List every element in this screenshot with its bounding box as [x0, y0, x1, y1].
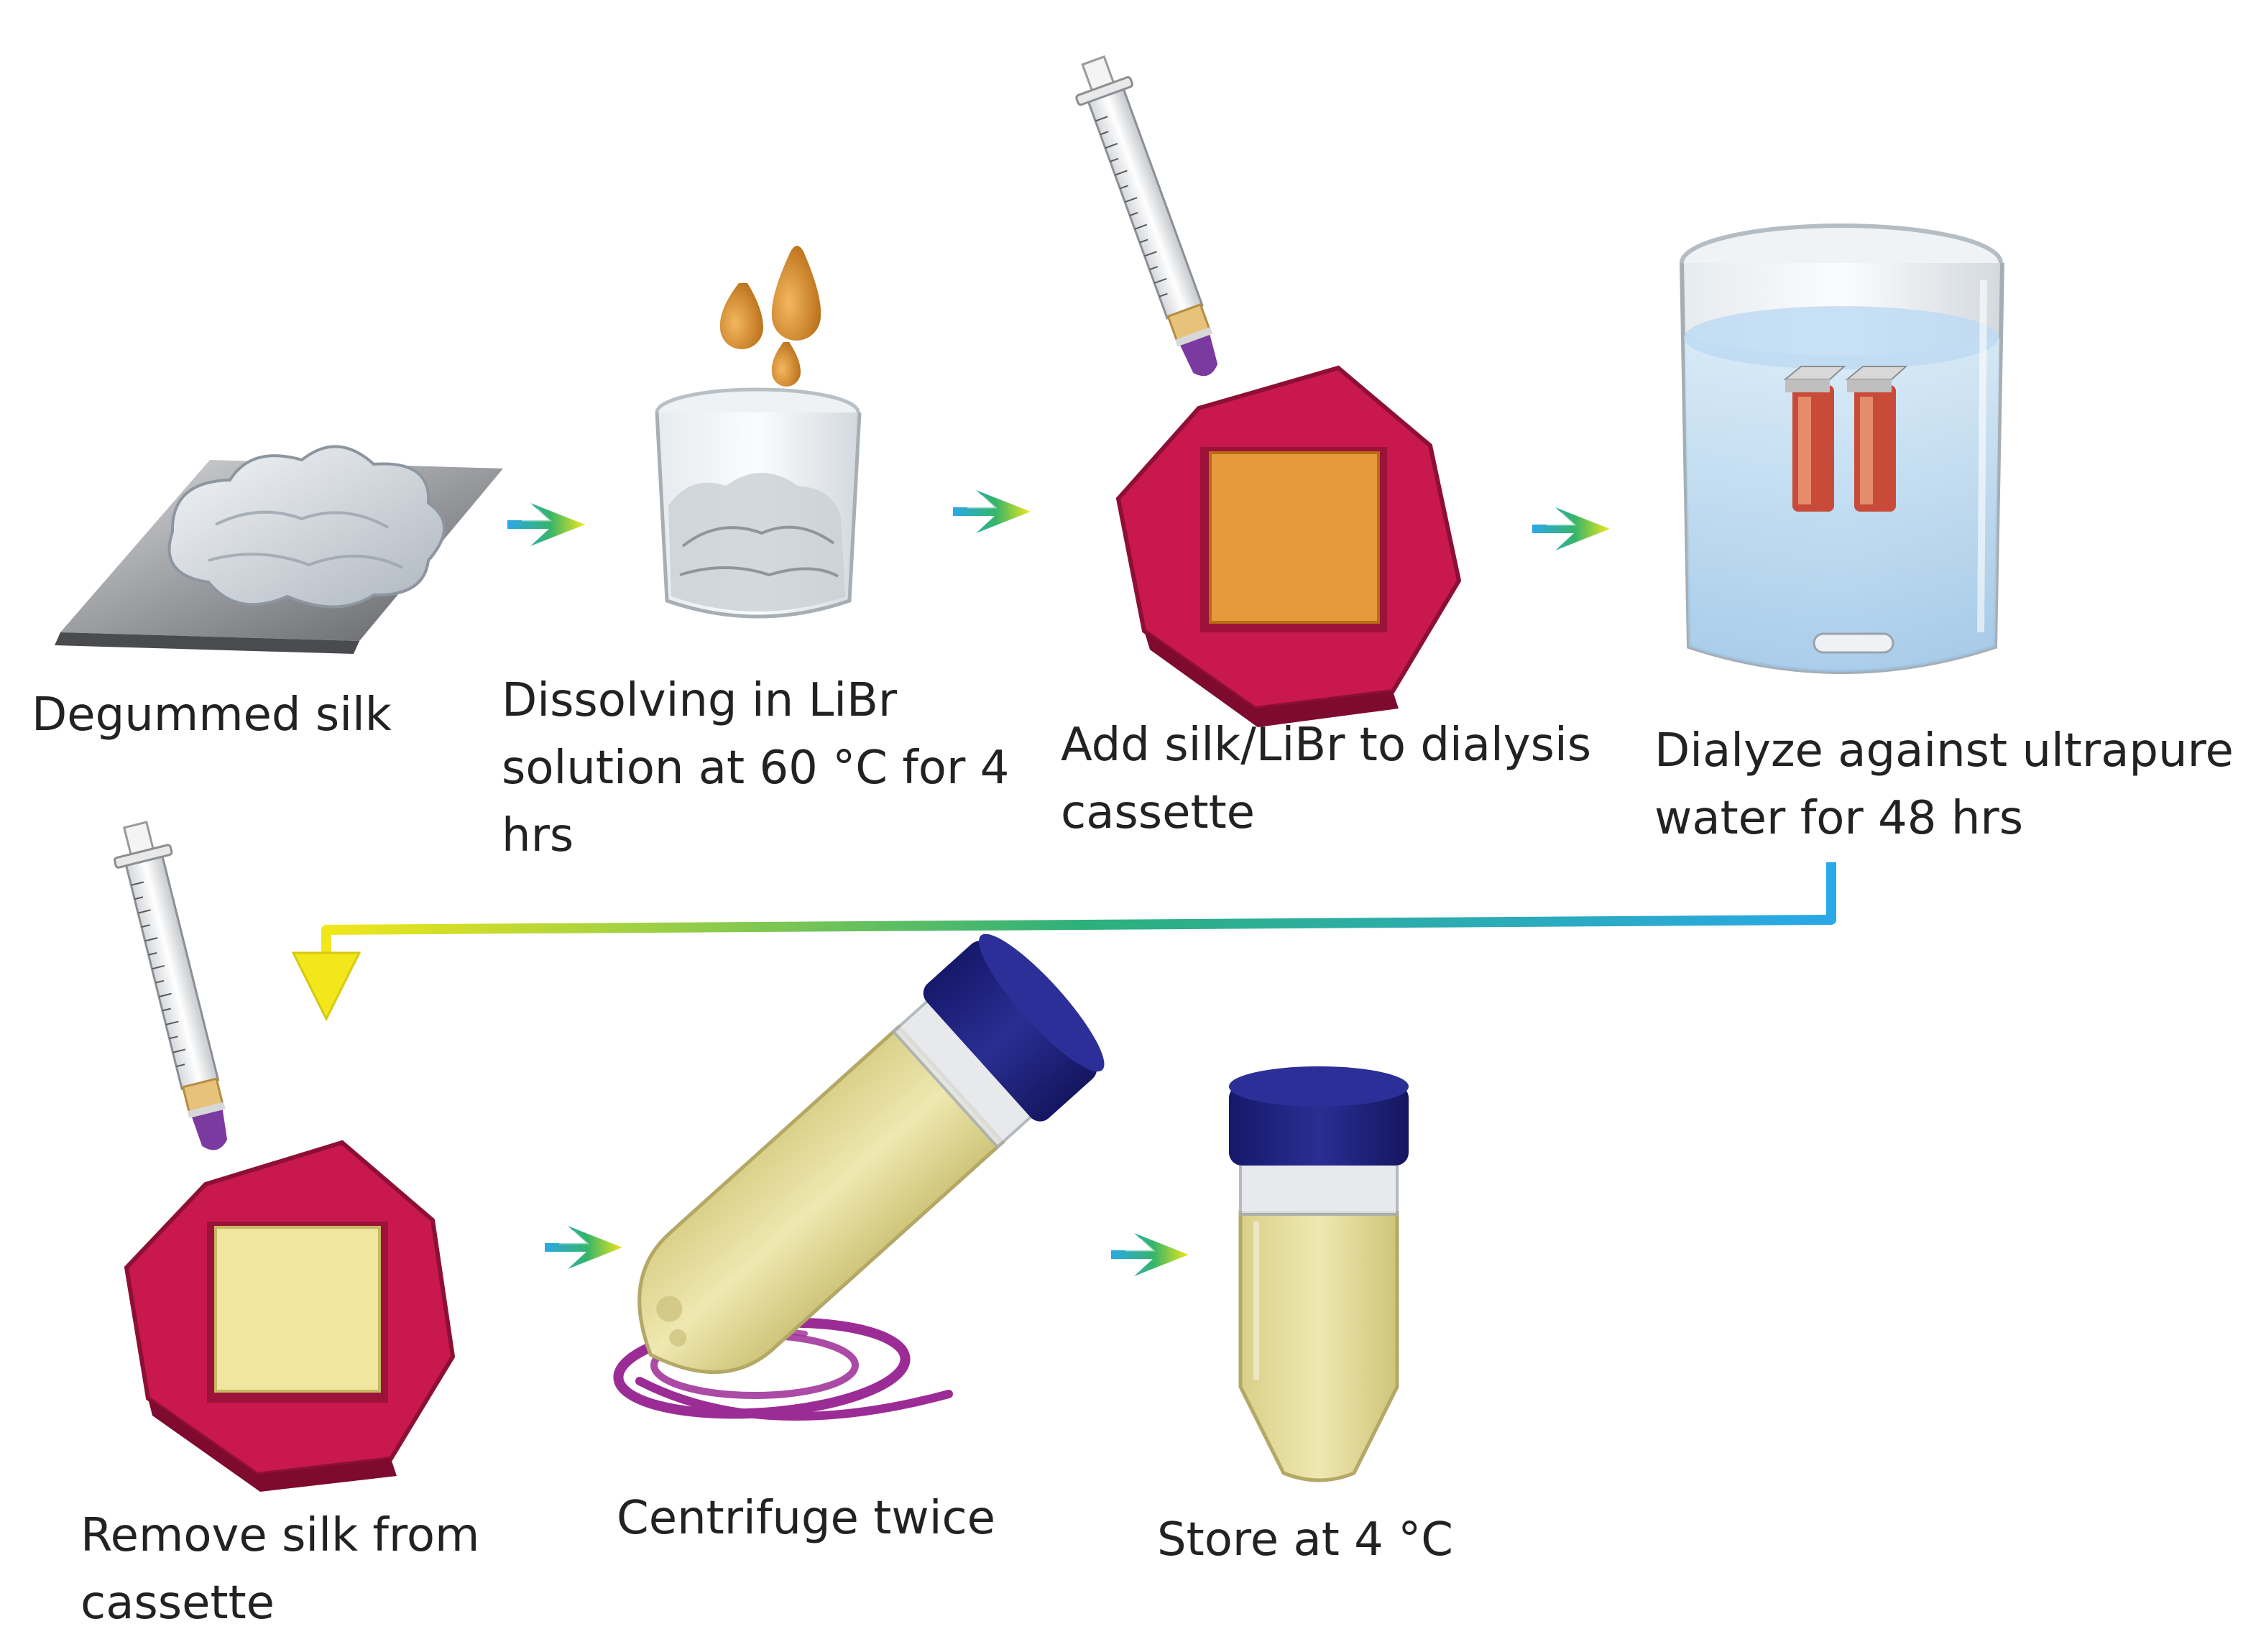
- droplet-icon: [719, 246, 821, 387]
- step-label-dialyze: Dialyze against ultrapure water for 48 h…: [1654, 724, 2234, 845]
- centrifuge-tube-icon: [1229, 1066, 1409, 1482]
- degummed-silk-illustration: [55, 445, 503, 654]
- dialyze-illustration: [1680, 223, 2004, 674]
- syringe-icon: [1065, 50, 1236, 387]
- dialysis-cassette-icon: [1783, 366, 1908, 512]
- step-label-remove-silk: Remove silk from cassette: [80, 1509, 480, 1630]
- syringe-icon: [106, 816, 246, 1158]
- step-label-centrifuge: Centrifuge twice: [617, 1492, 996, 1545]
- arrow-5: [543, 1224, 624, 1270]
- step-label-dissolving: Dissolving in LiBr solution at 60 °C for…: [502, 674, 1010, 862]
- dialysis-cassette-icon: [1115, 365, 1462, 727]
- remove-silk-illustration: [106, 816, 456, 1492]
- arrow-6: [1110, 1232, 1190, 1278]
- arrow-3: [1531, 506, 1611, 552]
- arrow-1: [506, 502, 586, 548]
- centrifuge-tube-icon: [637, 933, 1105, 1374]
- step-label-store: Store at 4 °C: [1157, 1513, 1453, 1566]
- step-label-add-to-cassette: Add silk/LiBr to dialysis cassette: [1061, 719, 1592, 839]
- dialysis-cassette-icon: [124, 1140, 456, 1492]
- add-to-cassette-illustration: [1065, 50, 1462, 727]
- step-label-degummed-silk: Degummed silk: [32, 688, 392, 742]
- arrow-2: [952, 489, 1032, 535]
- dissolving-illustration: [655, 246, 862, 619]
- loop-arrow: [291, 862, 1836, 1022]
- centrifuge-illustration: [613, 933, 1105, 1421]
- store-illustration: [1229, 1066, 1409, 1482]
